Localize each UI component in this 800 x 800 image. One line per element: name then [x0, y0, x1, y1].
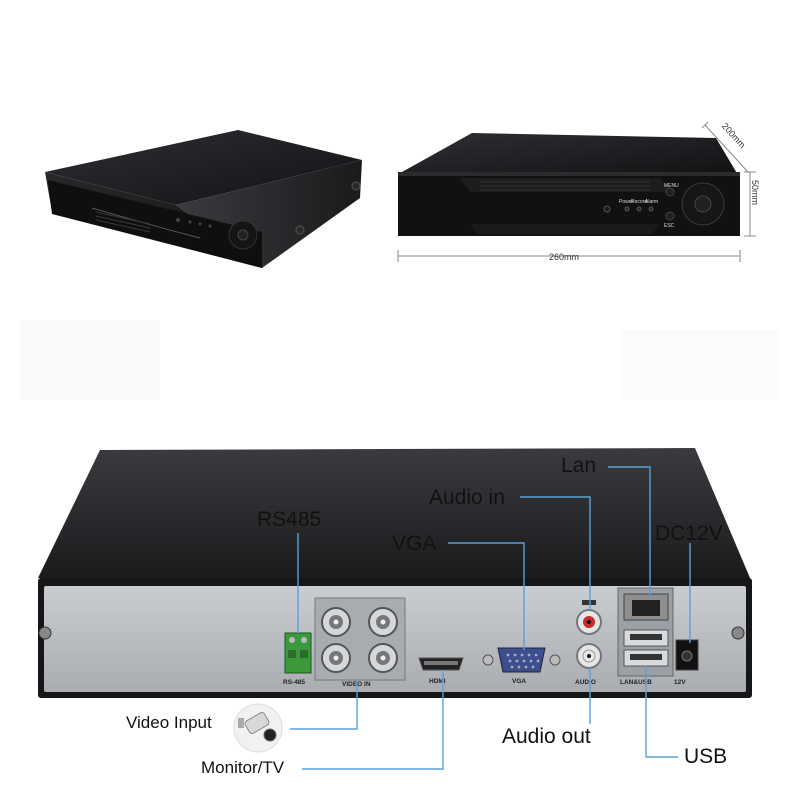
- callout-monitor-tv: Monitor/TV: [201, 758, 285, 777]
- dvr-front-view: [398, 133, 740, 236]
- hdmi-port-label: HDMI: [429, 678, 446, 685]
- dvr-top-view: [45, 130, 362, 268]
- callout-audio-in: Audio in: [429, 486, 505, 509]
- vga-port-label: VGA: [512, 678, 526, 685]
- callout-video-input: Video Input: [126, 713, 212, 732]
- power-port-label: 12V: [674, 679, 686, 686]
- audio-port-label: AUDIO: [575, 679, 596, 686]
- vga-port: [482, 647, 561, 673]
- led-label-alarm: Alarm: [645, 199, 658, 205]
- callout-lines: [290, 466, 691, 770]
- usb-port-2: [623, 649, 669, 667]
- led-label-record: Record: [631, 199, 647, 205]
- callout-vga: VGA: [392, 532, 437, 555]
- usb-port-1: [623, 629, 669, 647]
- camera-icon: [233, 703, 283, 753]
- bnc-connector-4: [368, 643, 398, 673]
- callout-dc12v: DC12V: [655, 522, 723, 545]
- callout-rs485: RS485: [257, 508, 322, 531]
- callout-usb: USB: [684, 745, 728, 768]
- lan-usb-port-label: LAN&USB: [620, 679, 652, 686]
- menu-label: MENU: [664, 183, 679, 189]
- rs485-port-label: RS-485: [283, 679, 305, 686]
- audio-in-jack: [576, 609, 602, 635]
- esc-label: ESC: [664, 223, 675, 229]
- height-dimension-label: 50mm: [750, 180, 760, 205]
- led-label-power: Power: [619, 199, 634, 205]
- bnc-connector-2: [368, 607, 398, 637]
- dimension-lines: [397, 121, 756, 262]
- callout-audio-out: Audio out: [502, 725, 591, 748]
- dvr-rear-view: [38, 448, 752, 698]
- lan-port: [623, 593, 669, 621]
- hdmi-port: [418, 657, 464, 671]
- bnc-connector-3: [321, 643, 351, 673]
- dc-power-jack: [675, 639, 699, 671]
- audio-out-jack: [576, 643, 602, 669]
- callout-lan: Lan: [561, 454, 597, 477]
- bnc-connector-1: [321, 607, 351, 637]
- width-dimension-label: 260mm: [549, 252, 579, 262]
